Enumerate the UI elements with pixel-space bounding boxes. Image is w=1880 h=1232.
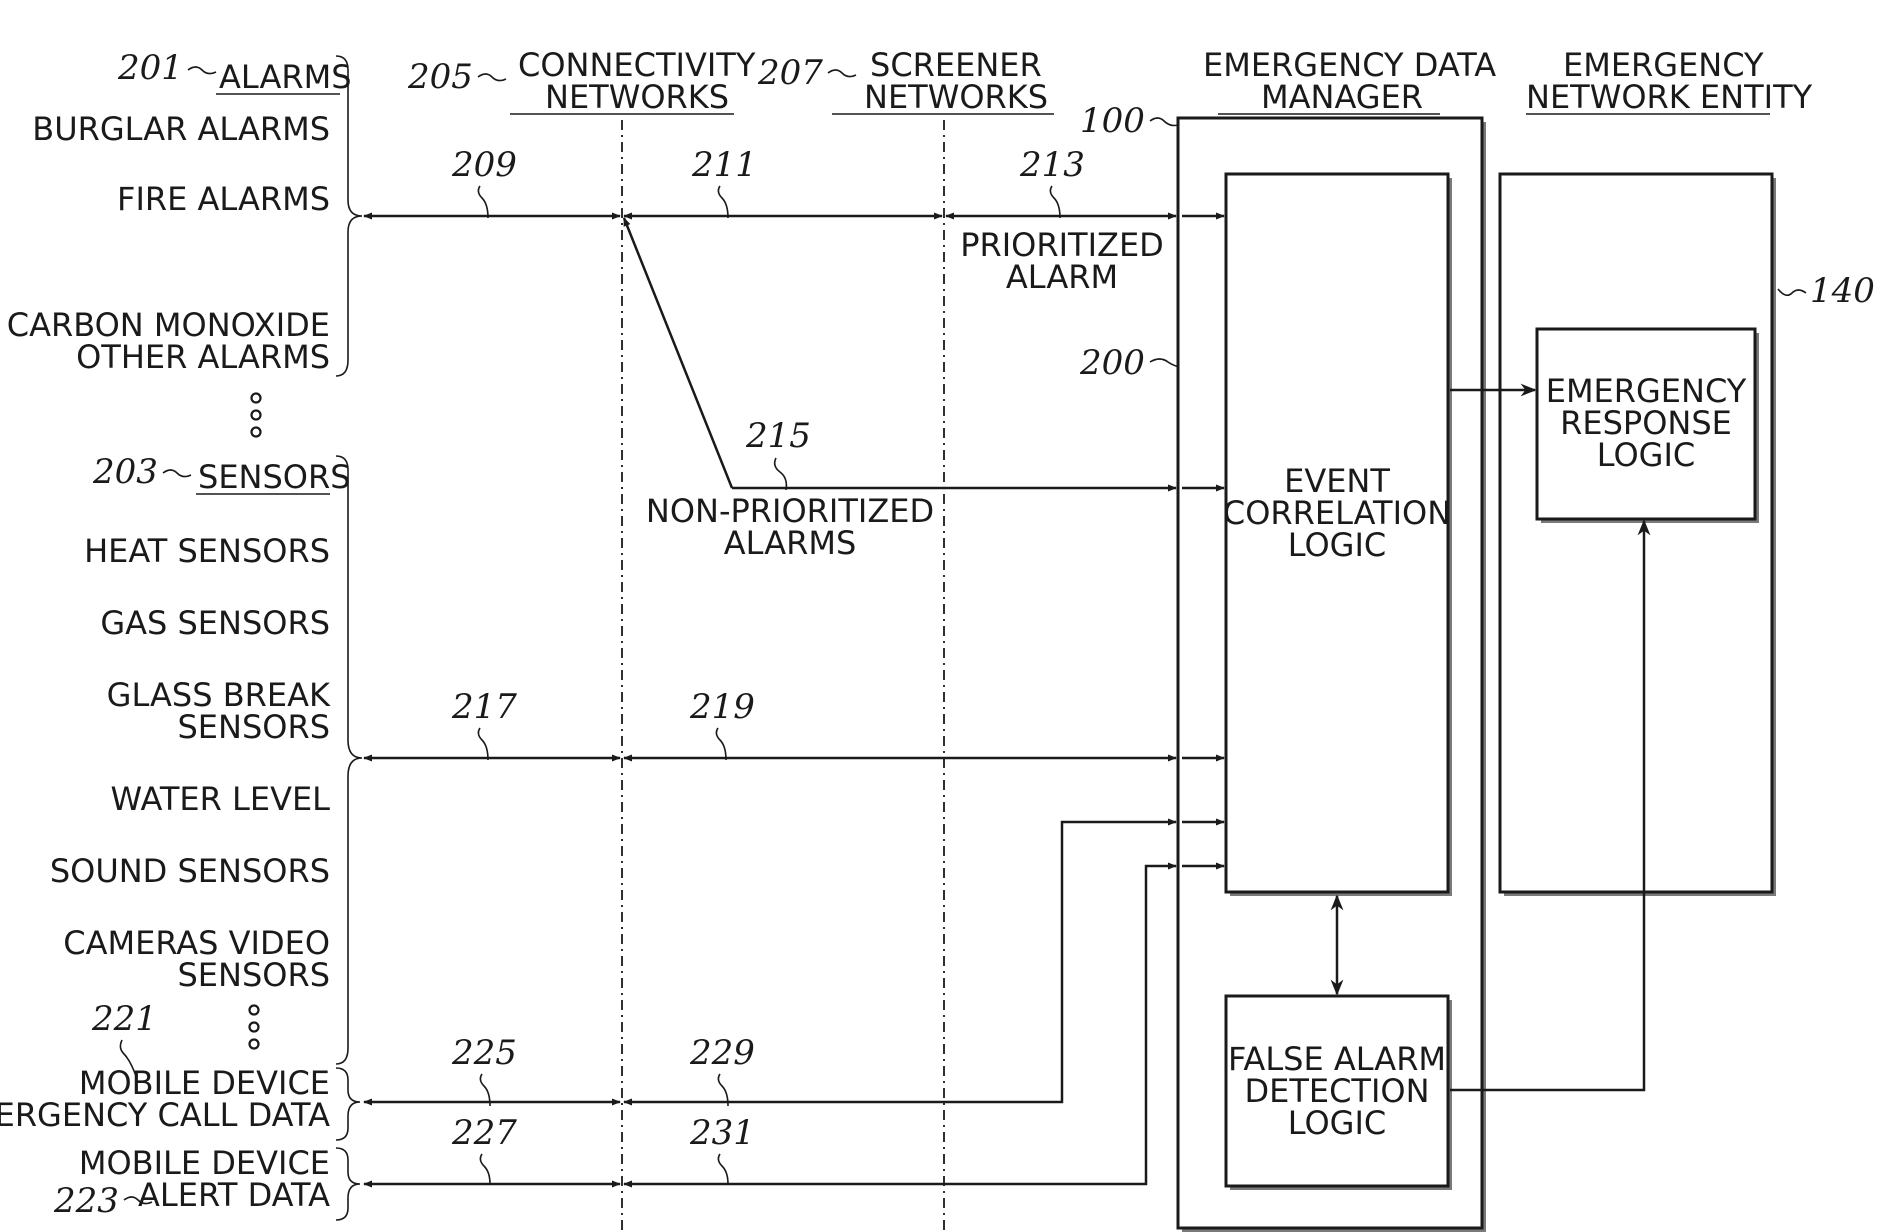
ref-229: 229 (689, 1033, 755, 1073)
gas-sensors-label: GAS SENSORS (100, 604, 330, 642)
sensors-header: SENSORS (198, 458, 351, 496)
ref-140: 140 (1810, 271, 1875, 311)
leader-140 (1778, 289, 1806, 295)
arrow-215-diagonal (624, 218, 732, 488)
mobile-call-label-line2: EMERGENCY CALL DATA (0, 1096, 330, 1134)
prioritized-line2: ALARM (1006, 258, 1118, 296)
other-alarms-label: OTHER ALARMS (76, 338, 330, 376)
leader-207 (828, 70, 856, 77)
screener-header-line2: NETWORKS (864, 78, 1048, 116)
ref-213: 213 (1019, 145, 1085, 185)
ref-209: 209 (451, 145, 517, 185)
leader-213 (1050, 186, 1060, 218)
sensors-brace (336, 456, 362, 1064)
leader-211 (718, 186, 728, 218)
leader-215 (775, 458, 787, 490)
alarm-list: BURGLAR ALARMS FIRE ALARMS CARBON MONOXI… (7, 110, 330, 376)
leader-227 (480, 1154, 490, 1184)
alarms-header: ALARMS (219, 58, 352, 96)
alarms-brace (336, 56, 362, 376)
fad-line3: LOGIC (1288, 1104, 1386, 1142)
ref-211: 211 (691, 145, 757, 185)
leader-219 (716, 728, 726, 760)
leader-209 (478, 186, 488, 218)
ref-227: 227 (451, 1113, 517, 1153)
leader-205 (478, 74, 506, 81)
sensor-list: HEAT SENSORS GAS SENSORS GLASS BREAK SEN… (50, 532, 331, 994)
emergency-network-entity-box (1500, 174, 1772, 892)
nonprio-line2: ALARMS (724, 524, 857, 562)
prioritized-alarm-label: PRIORITIZED ALARM (960, 226, 1164, 296)
sound-sensors-label: SOUND SENSORS (50, 852, 330, 890)
ref-205: 205 (407, 57, 473, 97)
ref-231: 231 (689, 1113, 755, 1153)
ref-219: 219 (689, 687, 755, 727)
ref-221: 221 (91, 999, 157, 1039)
glass-break-label-line2: SENSORS (177, 708, 330, 746)
fire-alarms-label: FIRE ALARMS (117, 180, 330, 218)
leader-231 (718, 1154, 728, 1184)
ref-201: 201 (117, 48, 183, 88)
leader-100 (1150, 118, 1178, 126)
ref-215: 215 (745, 416, 811, 456)
burglar-alarms-label: BURGLAR ALARMS (32, 110, 330, 148)
ref-217: 217 (451, 687, 517, 727)
erl-line3: LOGIC (1597, 436, 1695, 474)
mobile-alert-label-line2: ALERT DATA (138, 1176, 330, 1214)
mobile-call-brace (336, 1068, 360, 1140)
ecl-line3: LOGIC (1288, 526, 1386, 564)
mobile-list: MOBILE DEVICE EMERGENCY CALL DATA MOBILE… (0, 1064, 330, 1214)
ref-203: 203 (92, 452, 158, 492)
water-level-label: WATER LEVEL (111, 780, 331, 818)
ref-200: 200 (1079, 343, 1145, 383)
leader-201 (188, 67, 216, 74)
ene-header-line2: NETWORK ENTITY (1526, 78, 1813, 116)
non-prioritized-alarms-label: NON-PRIORITIZED ALARMS (646, 492, 934, 562)
ref-207: 207 (757, 53, 823, 93)
sensors-ellipsis (250, 1006, 259, 1049)
leader-203 (163, 470, 191, 477)
ref-223: 223 (53, 1181, 119, 1221)
mobile-alert-brace (336, 1148, 360, 1220)
edm-header-line2: MANAGER (1261, 78, 1423, 116)
ref-225: 225 (451, 1033, 517, 1073)
heat-sensors-label: HEAT SENSORS (84, 532, 330, 570)
leader-217 (478, 728, 488, 760)
alarms-ellipsis (252, 394, 261, 437)
cameras-label-line2: SENSORS (177, 956, 330, 994)
ref-100: 100 (1080, 101, 1145, 141)
connectivity-header-line2: NETWORKS (545, 78, 729, 116)
